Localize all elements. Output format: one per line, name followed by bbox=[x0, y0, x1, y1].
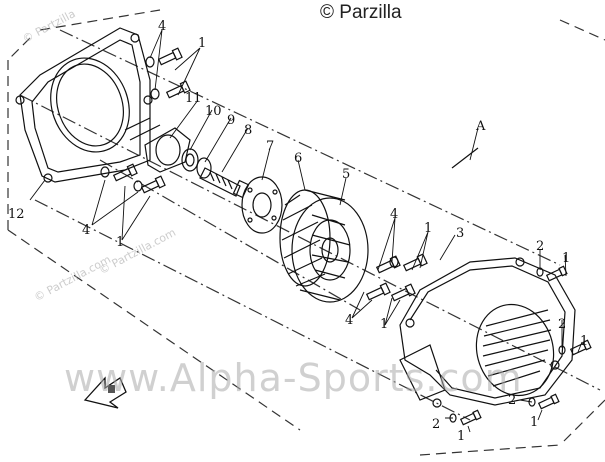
callout-10: 10 bbox=[205, 104, 222, 119]
assembly-boundary bbox=[7, 9, 605, 456]
callout-1: 1 bbox=[116, 235, 124, 250]
callout-4: 4 bbox=[82, 223, 90, 238]
callout-2: 2 bbox=[536, 239, 544, 254]
callout-5: 5 bbox=[342, 167, 350, 182]
callout-4: 4 bbox=[158, 19, 166, 34]
gasket-plate-part-12 bbox=[15, 27, 153, 183]
callout-2: 2 bbox=[558, 317, 566, 332]
callout-1: 1 bbox=[380, 317, 388, 332]
callout-1: 1 bbox=[457, 429, 465, 444]
callout-2: 2 bbox=[508, 393, 516, 408]
callout-7: 7 bbox=[266, 139, 274, 154]
callout-1: 1 bbox=[580, 334, 588, 349]
copyright-watermark: © Parzilla bbox=[320, 2, 402, 23]
callout-3: 3 bbox=[456, 226, 464, 241]
callout-8: 8 bbox=[244, 123, 252, 138]
callout-4: 4 bbox=[345, 313, 353, 328]
front-direction-arrow-icon bbox=[83, 376, 127, 409]
callout-1: 1 bbox=[562, 251, 570, 266]
callout-11: 11 bbox=[185, 91, 202, 106]
seal-part-10 bbox=[181, 148, 199, 172]
fan-shroud-part-3 bbox=[399, 257, 576, 408]
callout-a: A bbox=[475, 119, 486, 134]
bolts-and-washers bbox=[100, 47, 592, 426]
view-a-arrow bbox=[451, 147, 479, 169]
washer-part-9 bbox=[196, 157, 212, 179]
callout-1: 1 bbox=[530, 415, 538, 430]
callout-6: 6 bbox=[294, 151, 302, 166]
callout-2: 2 bbox=[432, 417, 440, 432]
site-watermark: www.Alpha-Sports.com bbox=[64, 356, 523, 400]
stud-part-8 bbox=[199, 167, 250, 199]
bearing-housing-part-11 bbox=[124, 117, 191, 173]
hub-plate-part-7 bbox=[241, 176, 283, 234]
callout-4: 4 bbox=[390, 207, 398, 222]
callout-9: 9 bbox=[227, 113, 235, 128]
callout-12: 12 bbox=[8, 207, 25, 222]
leader-lines bbox=[29, 29, 583, 433]
callout-1: 1 bbox=[198, 36, 206, 51]
callout-1: 1 bbox=[424, 221, 432, 236]
cooling-fan-part-6 bbox=[279, 189, 369, 303]
